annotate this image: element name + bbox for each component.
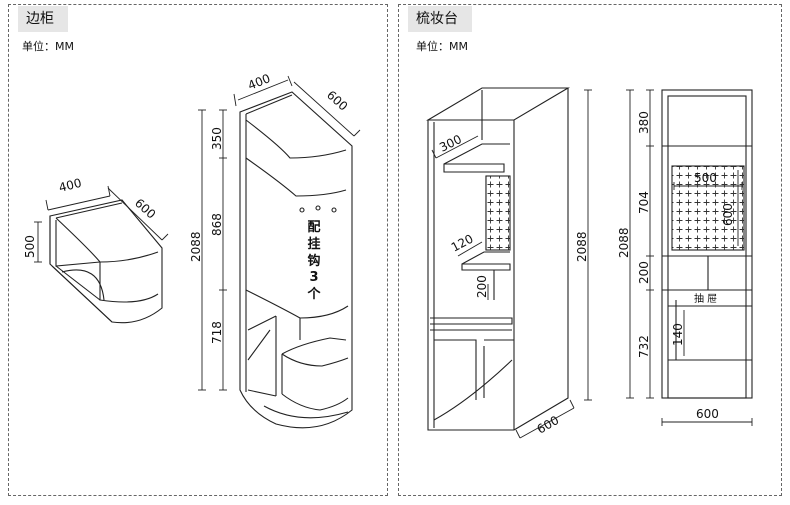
small-cabinet-height-label: 500 — [23, 235, 37, 258]
tall-cabinet-depth-label: 600 — [324, 88, 350, 114]
perspective-total-height-label: 2088 — [575, 231, 589, 262]
hook-note-char: 钩 — [307, 253, 320, 269]
vanity-panel — [398, 4, 782, 496]
small-corner-cabinet — [49, 199, 163, 324]
hook-note: 配 挂 钩 3 个 — [306, 220, 321, 302]
front-section-3-label: 200 — [637, 261, 651, 284]
drawer-height-label: 200 — [475, 275, 489, 298]
vanity-mirror-perspective — [485, 175, 511, 251]
front-section-1-label: 380 — [637, 111, 651, 134]
drawer-label: 抽 屉 — [694, 292, 717, 305]
front-section-4-label: 732 — [637, 335, 651, 358]
tall-cabinet-width-label: 400 — [246, 71, 272, 93]
vanity-title: 梳妆台 — [408, 6, 472, 32]
tall-corner-cabinet — [239, 91, 353, 429]
front-width-label: 600 — [696, 407, 719, 421]
small-cabinet-dimensions — [34, 185, 169, 263]
vanity-front-elevation — [661, 89, 753, 399]
side-cabinet-panel — [8, 4, 388, 496]
hook-note-char: 配 — [307, 220, 320, 235]
vanity-unit-label: 单位：MM — [416, 40, 468, 53]
hook-note-char: 3 — [309, 270, 318, 285]
hook-note-char: 挂 — [307, 236, 320, 252]
side-cabinet-unit-label: 单位：MM — [22, 40, 74, 53]
shelf-depth-label: 300 — [437, 132, 464, 155]
side-cabinet-title: 边柜 — [18, 6, 68, 32]
tall-cabinet-section-bottom-label: 718 — [210, 321, 224, 344]
tall-cabinet-total-height-label: 2088 — [189, 231, 203, 262]
mirror-offset-label: 120 — [449, 232, 476, 255]
tall-cabinet-section-middle-label: 868 — [210, 213, 224, 236]
vanity-perspective-dimensions — [431, 89, 592, 439]
small-cabinet-depth-label: 600 — [132, 196, 158, 222]
perspective-depth-label: 600 — [535, 413, 562, 437]
vanity-mirror-front — [671, 165, 745, 251]
leg-space-label: 140 — [671, 323, 685, 346]
mirror-height-label: 600 — [721, 203, 735, 226]
tall-cabinet-dimensions — [198, 75, 361, 391]
vanity-front-dimensions — [626, 89, 753, 426]
small-cabinet-width-label: 400 — [57, 176, 83, 195]
mirror-width-label: 500 — [694, 171, 717, 185]
vanity-perspective — [425, 87, 571, 431]
front-section-2-label: 704 — [637, 191, 651, 214]
front-total-height-label: 2088 — [617, 227, 631, 258]
hook-note-char: 个 — [306, 286, 321, 302]
tall-cabinet-section-top-label: 350 — [210, 127, 224, 150]
